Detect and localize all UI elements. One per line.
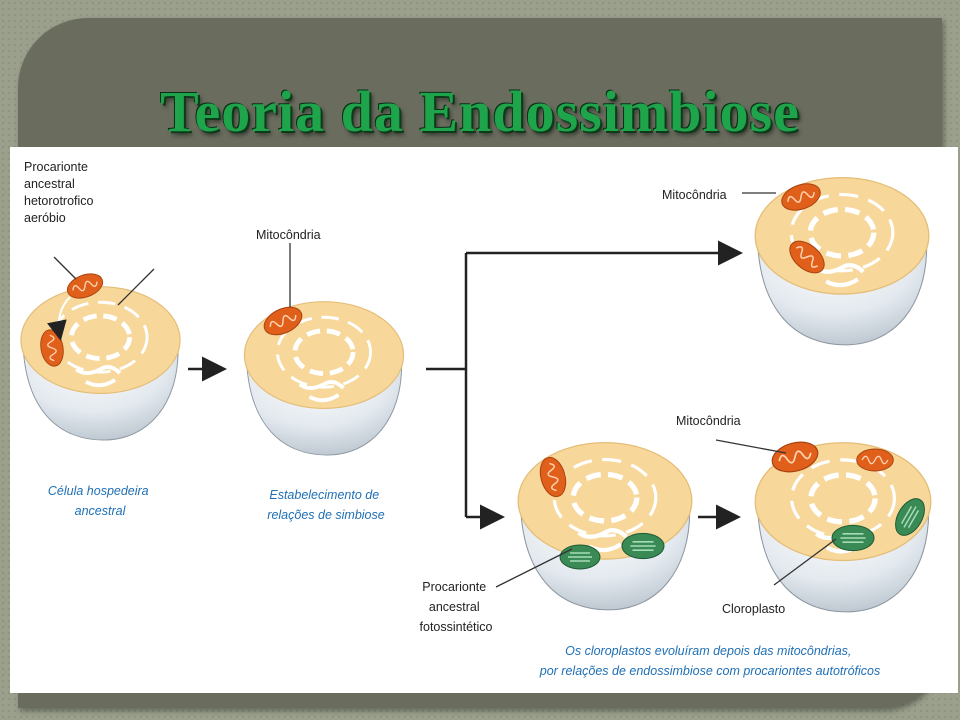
stage-arrows bbox=[188, 240, 743, 530]
prokaryote-photosynthetic-icon bbox=[559, 544, 601, 570]
caption-chloroplast-evolution: Os cloroplastos evoluíram depois das mit… bbox=[539, 644, 880, 678]
diagram-canvas: Procarionte ancestral hetorotrofico aeró… bbox=[10, 160, 958, 678]
leader-lines bbox=[53, 192, 837, 588]
label-mitochondrion-stage2: Mitocôndria bbox=[256, 228, 321, 242]
label-mitochondrion-top: Mitocôndria bbox=[662, 188, 727, 202]
plant-cell bbox=[755, 436, 931, 611]
symbiosis-cell bbox=[244, 302, 403, 455]
mitochondrion-icon bbox=[855, 448, 895, 472]
chloroplast-icon bbox=[831, 524, 875, 552]
chloroplast-icon bbox=[621, 532, 665, 560]
caption-symbiosis: Estabelecimento de relações de simbiose bbox=[267, 488, 384, 522]
caption-host-cell: Célula hospedeira ancestral bbox=[48, 484, 152, 518]
photosynthetic-uptake-cell bbox=[518, 443, 692, 610]
endosymbiosis-diagram: Procarionte ancestral hetorotrofico aeró… bbox=[10, 147, 958, 693]
label-prokaryote-photosynthetic: Procarionte ancestral fotossintético bbox=[420, 580, 493, 634]
host-cell bbox=[21, 268, 180, 440]
label-mitochondrion-bottom: Mitocôndria bbox=[676, 414, 741, 428]
animal-cell bbox=[755, 178, 929, 345]
page-title: Teoria da Endossimbiose bbox=[160, 79, 800, 144]
label-chloroplast: Cloroplasto bbox=[722, 602, 785, 616]
label-prokaryote-heterotroph: Procarionte ancestral hetorotrofico aeró… bbox=[24, 160, 97, 225]
